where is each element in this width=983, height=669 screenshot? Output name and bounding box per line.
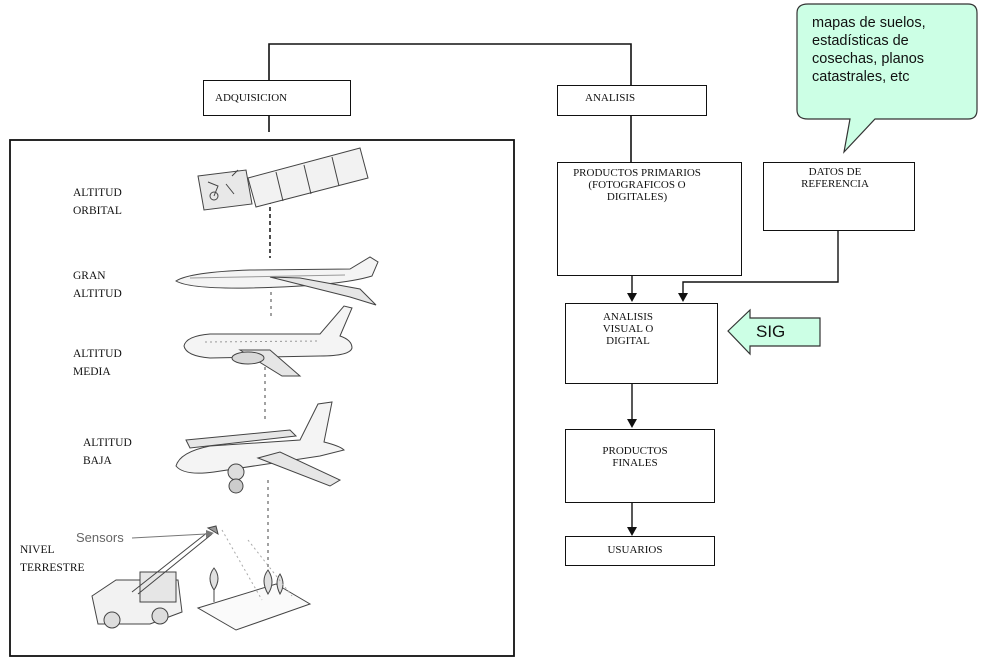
productos-primarios-label: PRODUCTOS PRIMARIOS (FOTOGRAFICOS O DIGI… — [573, 167, 701, 203]
analisis-visual-box — [565, 303, 718, 384]
productos-primarios-box — [557, 162, 742, 276]
top-connector — [268, 43, 632, 85]
gran-altitud-label: GRAN ALTITUD — [73, 270, 122, 300]
analisis-box — [557, 85, 707, 116]
referencia-arrowhead — [678, 293, 688, 302]
ground-scene-icon — [91, 525, 312, 631]
acquisition-panel — [9, 139, 515, 657]
adquisicion-label: ADQUISICION — [215, 92, 288, 104]
callout-text: mapas de suelos, estadísticas de cosecha… — [812, 15, 926, 85]
adquisicion-box — [203, 80, 351, 116]
finales-to-usuarios-arrowhead — [627, 527, 637, 536]
primarios-arrowhead — [627, 293, 637, 302]
nivel-terrestre-label: NIVEL TERRESTRE — [20, 544, 85, 574]
sig-arrow — [727, 308, 821, 356]
callout-bubble — [796, 3, 978, 154]
datos-referencia-label: DATOS DE REFERENCIA — [801, 166, 869, 190]
productos-finales-label: PRODUCTOS FINALES — [602, 445, 668, 469]
altitud-baja-label: ALTITUD BAJA — [83, 437, 132, 467]
sig-label: SIG — [756, 322, 786, 341]
light-aircraft-icon — [175, 401, 345, 494]
usuarios-box — [565, 536, 715, 566]
sensors-label: Sensors — [76, 530, 124, 545]
analisis-visual-label: ANALISIS VISUAL O DIGITAL — [602, 311, 654, 347]
sensors-pointer — [131, 533, 207, 539]
sensors-pointer-head — [206, 530, 214, 538]
usuarios-label: USUARIOS — [607, 544, 663, 556]
altitud-orbital-label: ALTITUD ORBITAL — [73, 187, 122, 217]
productos-finales-box — [565, 429, 715, 503]
altitud-media-label: ALTITUD MEDIA — [73, 348, 122, 378]
airliner-icon — [183, 305, 353, 377]
visual-to-finales-arrowhead — [627, 419, 637, 428]
datos-referencia-box — [763, 162, 915, 231]
satellite-icon — [197, 147, 369, 211]
analisis-label: ANALISIS — [585, 92, 636, 104]
referencia-connector — [682, 231, 839, 298]
jet-icon — [175, 256, 379, 306]
